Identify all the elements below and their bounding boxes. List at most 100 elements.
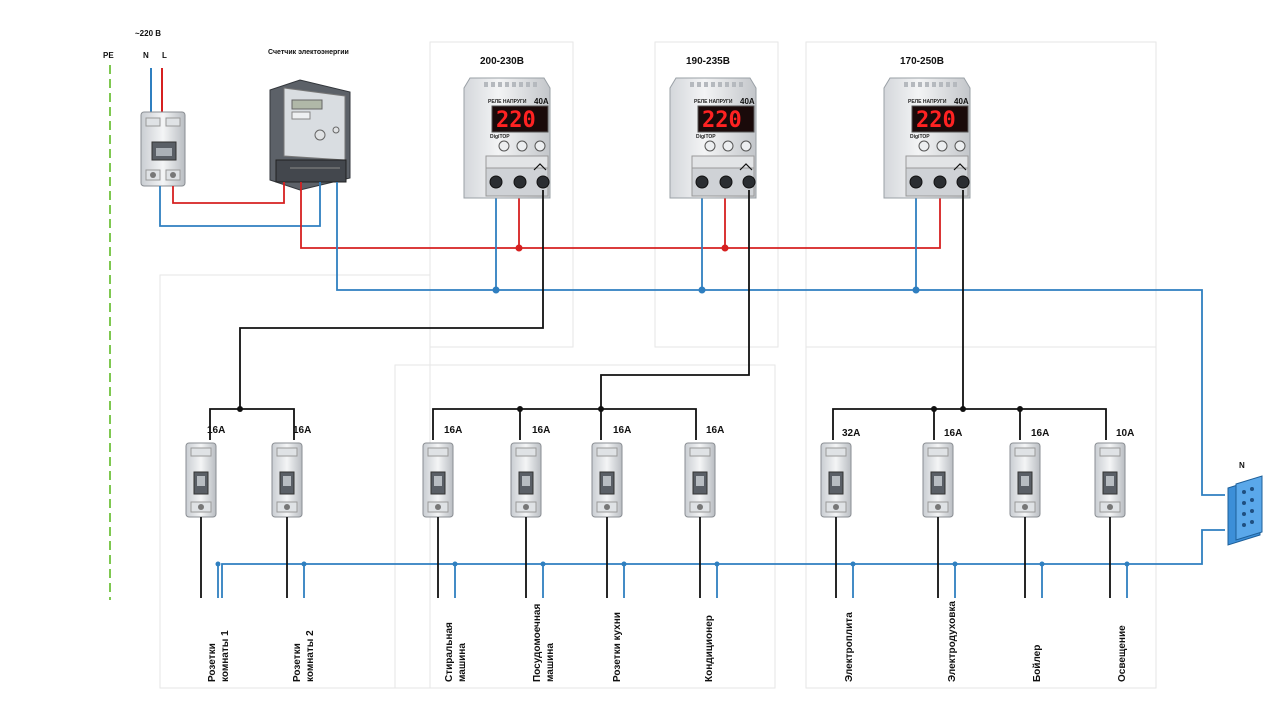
breaker-rating: 16А <box>293 425 311 436</box>
relay-current: 40А <box>534 97 549 106</box>
group-2-bus <box>432 408 697 440</box>
junction-dot <box>698 286 706 294</box>
circuit-breaker: 16А Электродуховка <box>922 428 962 682</box>
relay-voltage-range: 170-250В <box>900 56 944 67</box>
relay-current: 40А <box>740 97 755 106</box>
relay-terminal-icon <box>536 175 550 189</box>
relay-button-icon <box>918 140 930 152</box>
relay-voltage-range: 200-230В <box>480 56 524 67</box>
relay-terminal-icon <box>719 175 733 189</box>
relay-button-icon <box>516 140 528 152</box>
breaker-rating: 32А <box>842 428 860 439</box>
relay-brand: DigiTOP <box>910 134 930 140</box>
circuit-breaker: 16А Розетки кухни <box>591 425 631 682</box>
supply-voltage-label: ~220 В <box>135 29 161 38</box>
junction-dot <box>517 406 523 412</box>
group-1-bus <box>209 408 295 440</box>
breaker-rating: 16А <box>613 425 631 436</box>
phase-bus <box>300 182 941 249</box>
relay-terminal-icon <box>933 175 947 189</box>
junction-dot <box>912 286 920 294</box>
circuit-breaker: 16А Кондиционер <box>684 425 724 682</box>
breaker-rating: 16А <box>1031 428 1049 439</box>
relay-terminal-icon <box>742 175 756 189</box>
breaker-rating: 16А <box>207 425 225 436</box>
relay-1-output <box>239 190 544 409</box>
neutral-terminal-block: N <box>1227 461 1263 546</box>
relay-button-icon <box>722 140 734 152</box>
circuit-label: Электродуховка <box>947 601 958 682</box>
junction-dot <box>492 286 500 294</box>
relay-button-icon <box>704 140 716 152</box>
junction-dot <box>515 244 523 252</box>
relay-2-output <box>600 190 750 409</box>
relay-display <box>911 105 969 133</box>
circuit-breaker: 16А Бойлер <box>1009 428 1049 682</box>
pe-label: PE <box>103 51 114 60</box>
neutral-bus-label: N <box>1239 461 1245 470</box>
junction-dot <box>960 406 966 412</box>
relay-display-value: 220 <box>916 108 956 133</box>
circuit-breaker: 32А Электроплита <box>820 428 860 682</box>
breaker-rating: 10А <box>1116 428 1134 439</box>
breaker-rating: 16А <box>532 425 550 436</box>
relay-button-icon <box>534 140 546 152</box>
meter-label: Счетчик электоэнергии <box>268 49 349 56</box>
load-neutral-rail <box>221 529 1225 598</box>
relay-brand: DigiTOP <box>490 134 510 140</box>
junction-dot <box>598 406 604 412</box>
relay-button-icon <box>498 140 510 152</box>
relay-current: 40А <box>954 97 969 106</box>
relay-terminal-icon <box>695 175 709 189</box>
relay-terminal-icon <box>956 175 970 189</box>
breaker-rating: 16А <box>706 425 724 436</box>
relay-voltage-range: 190-235В <box>686 56 730 67</box>
neutral-bus <box>336 182 1225 496</box>
circuit-label: Розетки кухни <box>612 612 623 682</box>
breaker-rating: 16А <box>444 425 462 436</box>
relay-terminal-icon <box>513 175 527 189</box>
relay-display <box>697 105 755 133</box>
n-label: N <box>143 51 149 60</box>
junction-dot <box>1017 406 1023 412</box>
relay-terminal-icon <box>489 175 503 189</box>
main-breaker <box>140 111 186 187</box>
relay-button-icon <box>740 140 752 152</box>
breaker-rating: 16А <box>944 428 962 439</box>
group-3-bus <box>832 408 1107 440</box>
circuit-label: Электроплита <box>844 612 855 682</box>
l-label: L <box>162 51 167 60</box>
junction-dot <box>931 406 937 412</box>
relay-brand: DigiTOP <box>696 134 716 140</box>
circuit-label: Кондиционер <box>704 615 715 682</box>
relay-button-icon <box>954 140 966 152</box>
relay-title: РЕЛЕ НАПРУГИ <box>694 99 733 105</box>
wire-breaker-meter-phase <box>172 182 285 204</box>
relay-display-value: 220 <box>702 108 742 133</box>
relay-display-value: 220 <box>496 108 536 133</box>
circuit-label: Бойлер <box>1032 645 1043 682</box>
relay-title: РЕЛЕ НАПРУГИ <box>908 99 947 105</box>
junction-dot <box>721 244 729 252</box>
junction-dot <box>237 406 243 412</box>
circuit-label: Освещение <box>1117 625 1128 682</box>
electricity-meter <box>269 79 351 191</box>
relay-terminal-icon <box>909 175 923 189</box>
relay-title: РЕЛЕ НАПРУГИ <box>488 99 527 105</box>
relay-button-icon <box>936 140 948 152</box>
circuit-breaker: 10А Освещение <box>1094 428 1134 682</box>
